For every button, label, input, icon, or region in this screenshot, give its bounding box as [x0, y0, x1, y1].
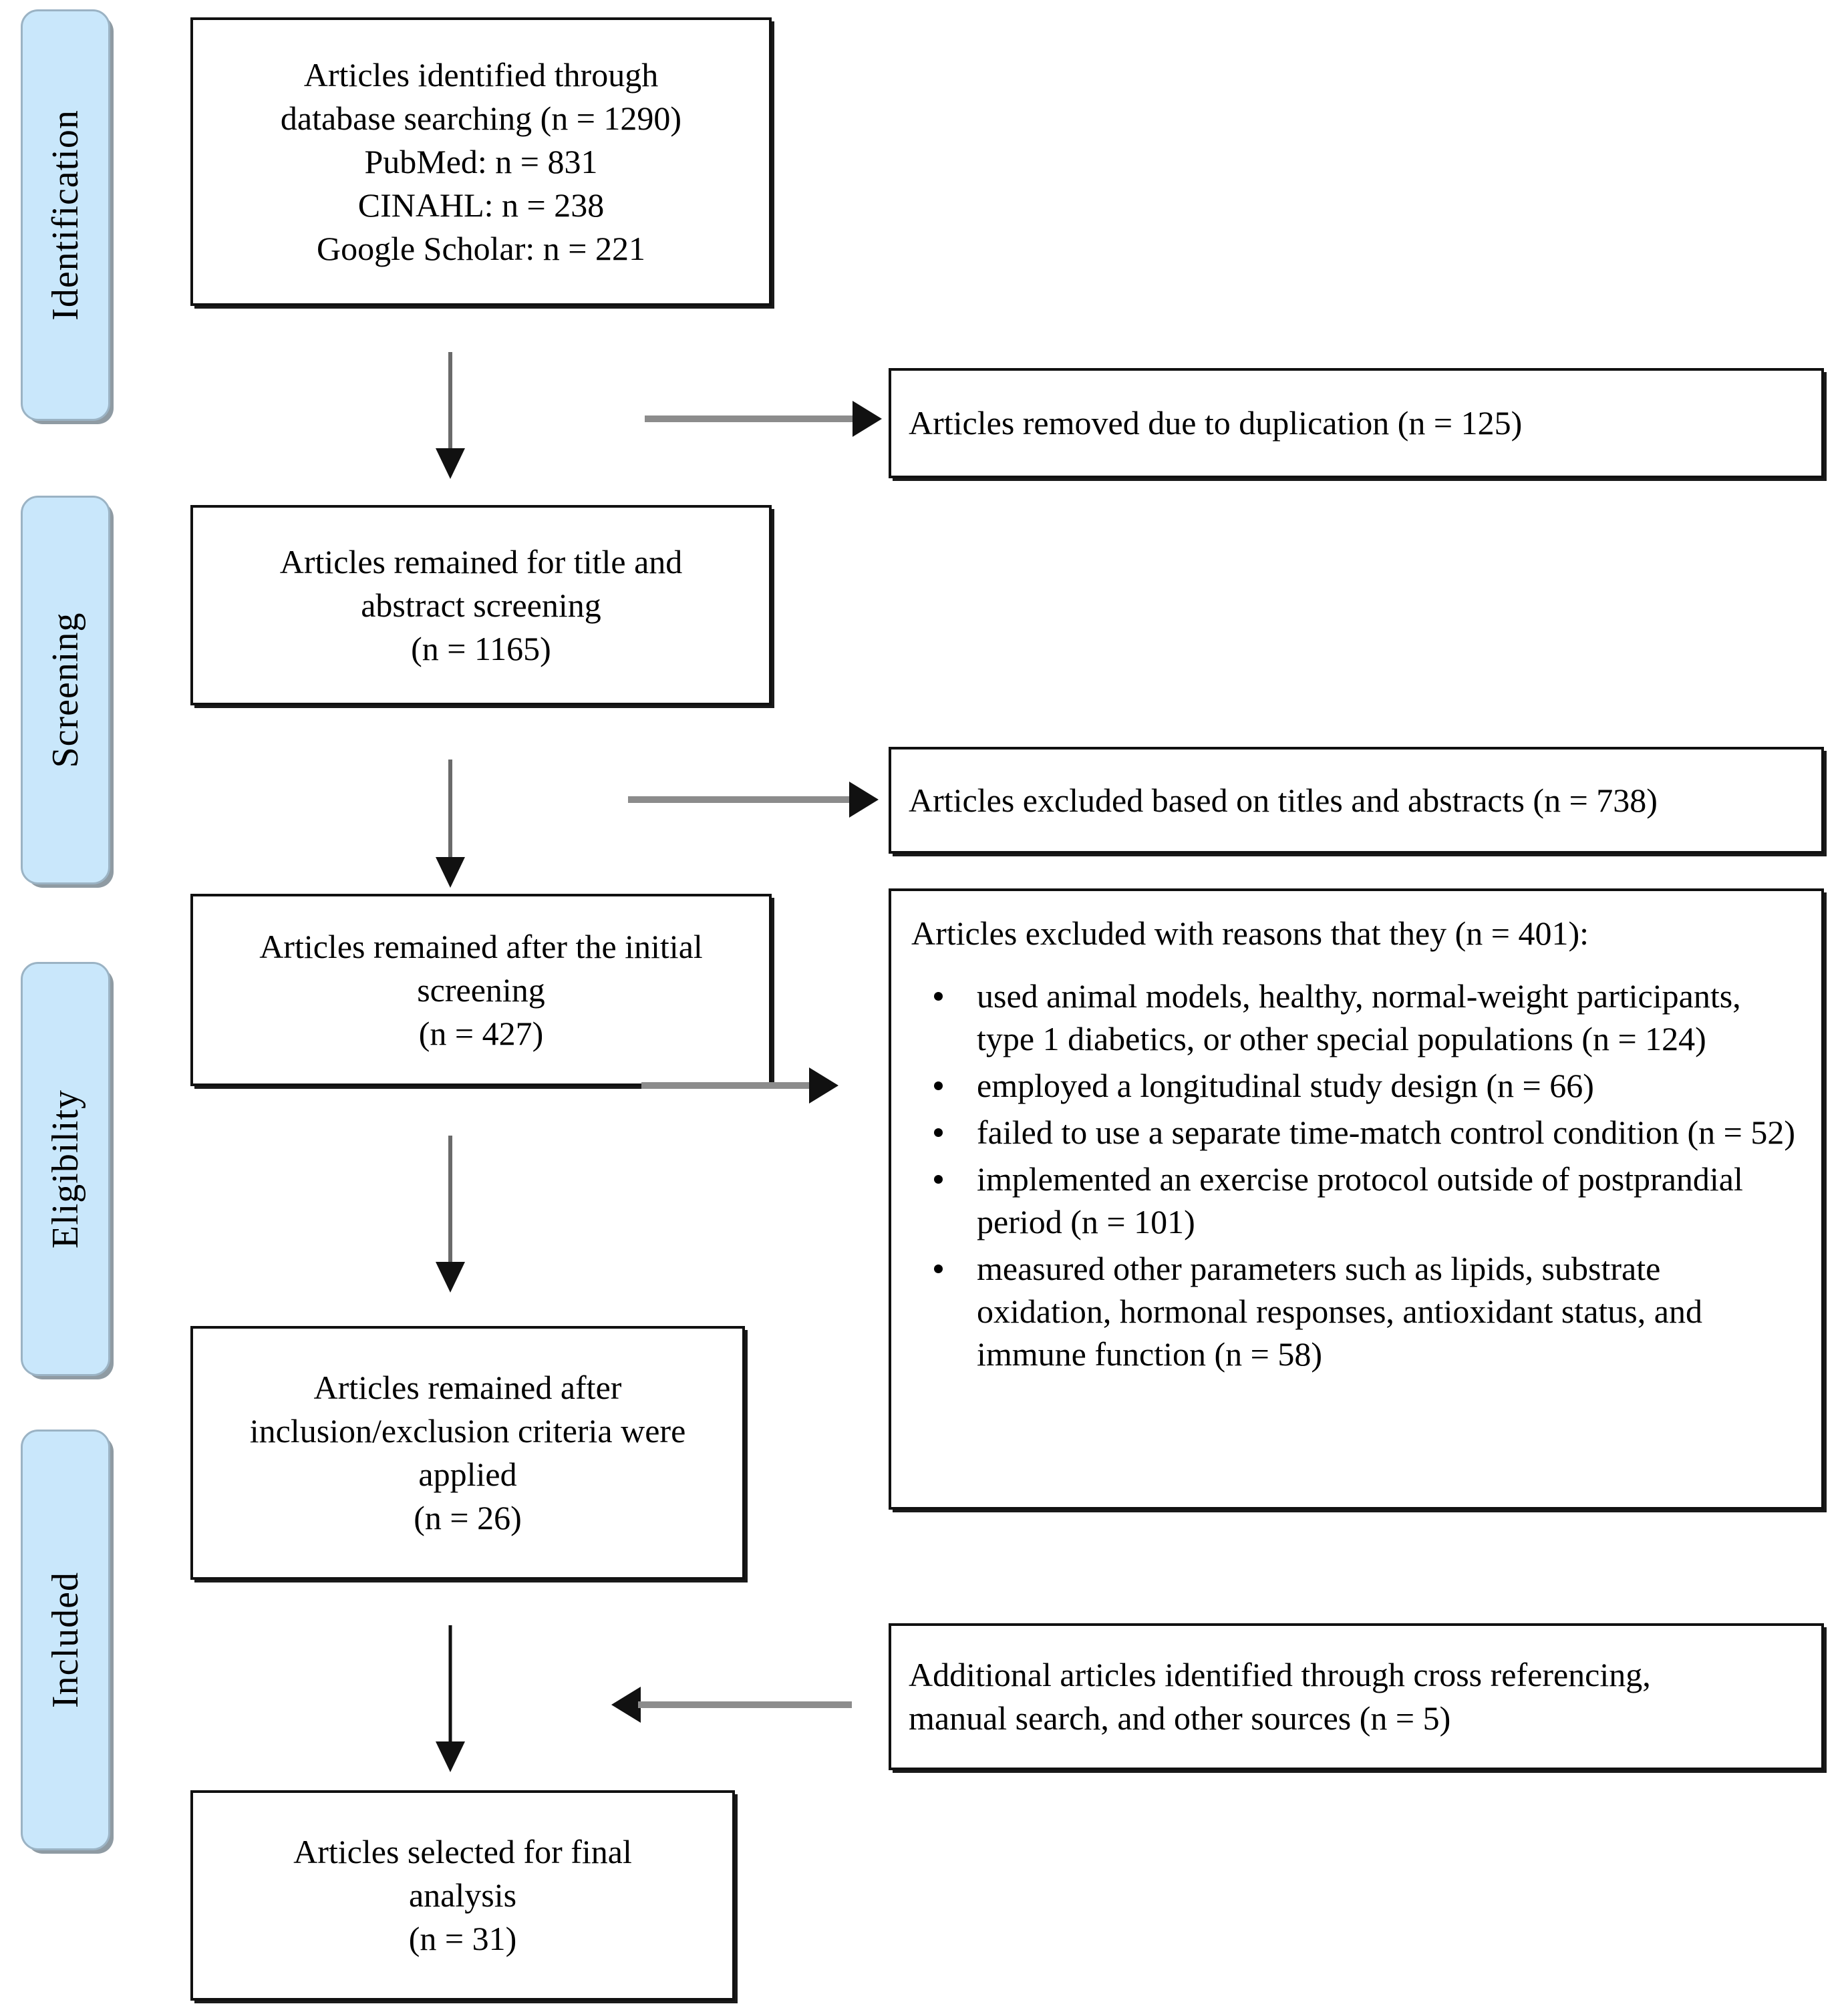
arrow-identified-to-screening [435, 352, 466, 479]
criteria-line-2: inclusion/exclusion criteria were [249, 1412, 686, 1450]
box-after-criteria-applied: Articles remained after inclusion/exclus… [190, 1326, 745, 1580]
reason-item-text: implemented an exercise protocol outside… [977, 1160, 1743, 1240]
reason-item: failed to use a separate time-match cont… [911, 1111, 1801, 1154]
bullet-dot-icon [934, 1264, 943, 1273]
stage-label-identification: Identification [45, 110, 86, 321]
arrow-head-down [436, 857, 465, 888]
bullet-dot-icon [934, 1128, 943, 1137]
reason-item: measured other parameters such as lipids… [911, 1247, 1801, 1375]
box-title-abstract-screening: Articles remained for title and abstract… [190, 505, 772, 705]
additional-line-2: manual search, and other sources (n = 5) [909, 1699, 1451, 1737]
arrow-to-excluded-titles-abstracts [628, 782, 879, 818]
arrow-shaft [641, 1082, 812, 1089]
box-excluded-titles-abstracts: Articles excluded based on titles and ab… [889, 747, 1824, 854]
reason-item-text: failed to use a separate time-match cont… [977, 1113, 1795, 1151]
arrow-shaft [448, 760, 452, 861]
box-additional-articles-text: Additional articles identified through c… [891, 1653, 1821, 1740]
criteria-line-3: applied [418, 1456, 517, 1493]
arrow-shaft [448, 1136, 452, 1266]
bullet-dot-icon [934, 1174, 943, 1184]
box-excluded-titles-abstracts-text: Articles excluded based on titles and ab… [891, 779, 1821, 822]
arrow-to-excluded-with-reasons [641, 1067, 838, 1104]
stage-label-included: Included [45, 1572, 86, 1708]
reason-item: used animal models, healthy, normal-weig… [911, 975, 1801, 1060]
initial-line-1: Articles remained after the initial [259, 927, 703, 965]
screening-line-1: Articles remained for title and [279, 542, 683, 580]
reason-item: implemented an exercise protocol outside… [911, 1158, 1801, 1243]
arrow-head-right [853, 401, 882, 437]
box-after-criteria-applied-text: Articles remained after inclusion/exclus… [241, 1366, 696, 1540]
arrow-shaft [628, 796, 852, 803]
identified-line-4: CINAHL: n = 238 [357, 186, 605, 224]
criteria-line-1: Articles remained after [313, 1369, 622, 1406]
arrow-shaft [645, 415, 855, 422]
reason-item: employed a longitudinal study design (n … [911, 1064, 1801, 1107]
arrow-shaft [448, 1625, 452, 1745]
arrow-head-down [436, 448, 465, 479]
final-line-2: analysis [408, 1876, 517, 1914]
reasons-list: used animal models, healthy, normal-weig… [911, 975, 1801, 1375]
stage-label-screening: Screening [45, 612, 86, 768]
arrow-head-down [436, 1262, 465, 1293]
final-line-1: Articles selected for final [293, 1833, 632, 1870]
arrow-initial-to-criteria [435, 1136, 466, 1293]
excluded-titles-line-1: Articles excluded based on titles and ab… [909, 781, 1658, 819]
box-articles-identified: Articles identified through database sea… [190, 17, 772, 306]
arrow-head-down [436, 1741, 465, 1772]
identified-line-3: PubMed: n = 831 [364, 142, 598, 180]
box-additional-articles: Additional articles identified through c… [889, 1623, 1824, 1770]
box-title-abstract-screening-text: Articles remained for title and abstract… [271, 540, 692, 671]
reasons-heading: Articles excluded with reasons that they… [911, 914, 1589, 952]
arrow-to-duplicates-removed [645, 401, 882, 437]
arrow-additional-to-final [611, 1687, 852, 1723]
duplicates-line-1: Articles removed due to duplication (n =… [909, 404, 1523, 442]
box-final-selection-text: Articles selected for final analysis (n … [284, 1830, 641, 1961]
arrow-criteria-to-final [435, 1625, 466, 1772]
initial-line-3: (n = 427) [418, 1014, 544, 1052]
identified-line-1: Articles identified through [303, 55, 659, 94]
box-after-initial-screening: Articles remained after the initial scre… [190, 894, 772, 1086]
arrow-head-left [611, 1687, 641, 1723]
arrow-shaft [638, 1701, 852, 1708]
box-final-selection: Articles selected for final analysis (n … [190, 1790, 735, 2001]
arrow-screening-to-initial [435, 760, 466, 888]
reason-item-text: used animal models, healthy, normal-weig… [977, 977, 1741, 1057]
arrow-shaft [448, 352, 452, 452]
additional-line-1: Additional articles identified through c… [909, 1656, 1651, 1693]
stage-pill-included: Included [21, 1430, 110, 1850]
box-excluded-with-reasons: Articles excluded with reasons that they… [889, 888, 1824, 1510]
box-articles-identified-text: Articles identified through database sea… [271, 53, 691, 271]
arrow-head-right [849, 782, 879, 818]
stage-pill-eligibility: Eligibility [21, 962, 110, 1376]
criteria-line-4: (n = 26) [414, 1499, 522, 1536]
final-line-3: (n = 31) [408, 1920, 517, 1957]
screening-line-2: abstract screening [361, 586, 601, 624]
box-duplicates-removed-text: Articles removed due to duplication (n =… [891, 401, 1821, 445]
reason-item-text: employed a longitudinal study design (n … [977, 1066, 1594, 1104]
bullet-dot-icon [934, 1081, 943, 1090]
screening-line-3: (n = 1165) [411, 629, 551, 667]
stage-label-eligibility: Eligibility [45, 1089, 86, 1249]
stage-pill-identification: Identification [21, 9, 110, 421]
initial-line-2: screening [417, 971, 545, 1009]
box-after-initial-screening-text: Articles remained after the initial scre… [250, 925, 712, 1055]
identified-line-5: Google Scholar: n = 221 [316, 229, 645, 267]
arrow-head-right [809, 1067, 838, 1104]
box-duplicates-removed: Articles removed due to duplication (n =… [889, 368, 1824, 478]
reason-item-text: measured other parameters such as lipids… [977, 1249, 1702, 1373]
bullet-dot-icon [934, 991, 943, 1001]
stage-pill-screening: Screening [21, 496, 110, 884]
identified-line-2: database searching (n = 1290) [280, 99, 682, 137]
